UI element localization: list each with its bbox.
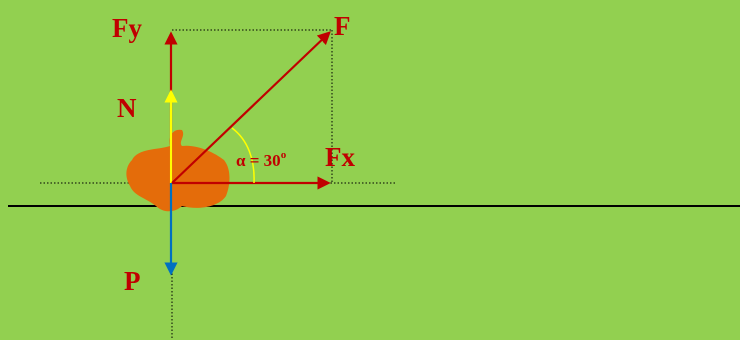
fy-label: Fy xyxy=(112,13,142,43)
angle-label-text: α = 30 xyxy=(236,151,281,170)
angle-label: α = 30o xyxy=(236,149,287,170)
object-blob xyxy=(126,129,230,212)
angle-degree-mark: o xyxy=(281,149,287,161)
p-label: P xyxy=(124,266,141,296)
f-label: F xyxy=(334,11,351,41)
fx-label: Fx xyxy=(325,142,355,172)
angle-arc xyxy=(231,127,255,184)
f-arrow xyxy=(171,31,331,184)
n-label: N xyxy=(117,93,137,123)
